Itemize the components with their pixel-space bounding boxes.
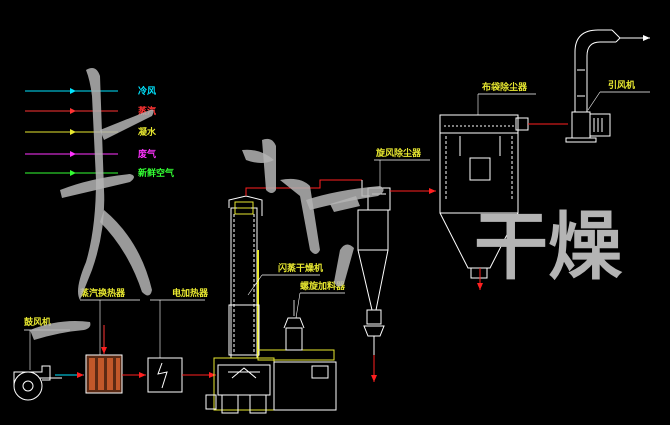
screw-feeder-leader-diag (295, 292, 301, 319)
exhaust-stack (574, 29, 621, 112)
steam-heater (85, 354, 123, 394)
legend-label-cold-air: 冷风 (138, 85, 156, 97)
bag-filter-label: 布袋除尘器 (481, 81, 528, 93)
induced-fan (565, 111, 611, 143)
watermark-text: 干燥 (474, 204, 623, 290)
blower (13, 365, 62, 401)
dryer-outlet-line (245, 179, 362, 196)
legend-label-fresh-air: 新鲜空气 (138, 167, 174, 179)
flash-dryer-leader-diag (247, 274, 263, 296)
legend-label-exhaust: 废气 (138, 148, 156, 160)
watermark-brush-stroke (30, 68, 384, 340)
induced-fan-label: 引风机 (608, 79, 635, 91)
steam-heater-label: 蒸汽换热器 (80, 287, 126, 299)
legend-label-condensate: 凝水 (138, 126, 157, 138)
cyclone-label: 旋风除尘器 (375, 147, 422, 159)
induced-fan-leader-diag (587, 91, 601, 111)
screw-feeder-label: 螺旋加料器 (300, 280, 346, 292)
bag-filter (439, 114, 529, 290)
flash-dryer-label: 闪蒸干燥机 (278, 262, 323, 274)
legend-item-cold-air: 冷风 (25, 85, 156, 97)
blower-label: 鼓风机 (24, 316, 51, 328)
electric-heater-label: 电加热器 (172, 287, 209, 299)
flash-dryer (205, 195, 337, 414)
